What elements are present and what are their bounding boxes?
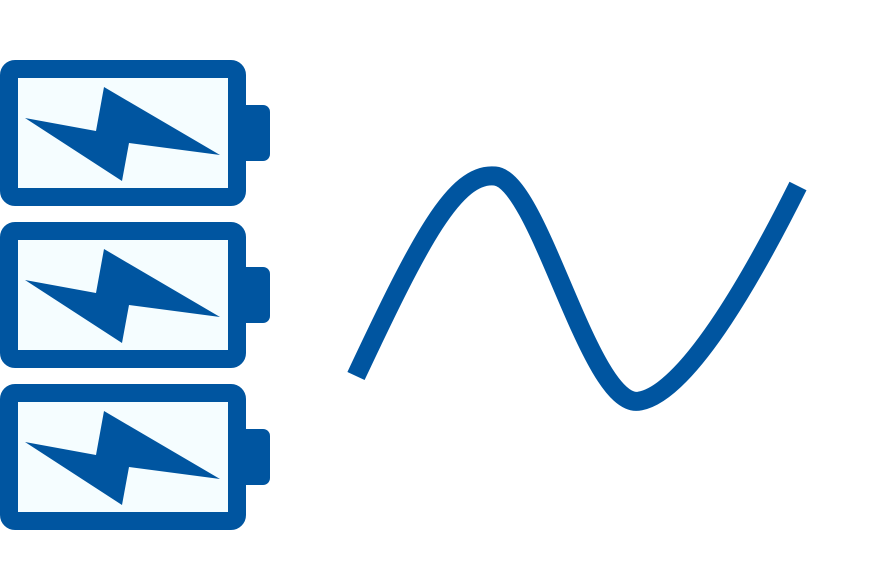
- battery-icon: [0, 384, 270, 530]
- lightning-bolt-icon: [25, 87, 220, 181]
- lightning-bolt-icon: [25, 411, 220, 505]
- battery-icon: [0, 60, 270, 206]
- battery-icon: [0, 222, 270, 368]
- lightning-bolt-icon: [25, 249, 220, 343]
- battery-stack: [0, 60, 270, 530]
- sine-wave-icon: [347, 166, 807, 411]
